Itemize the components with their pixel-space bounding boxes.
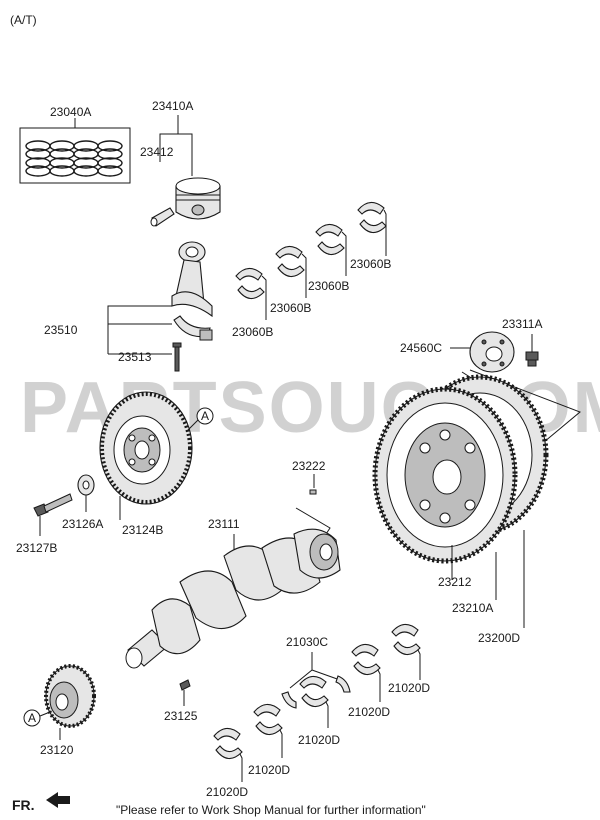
label-23210A: 23210A [452,601,493,615]
label-23040A: 23040A [50,105,91,119]
rod-bearing[interactable] [275,245,305,278]
label-23410A: 23410A [152,99,193,113]
footer-note: "Please refer to Work Shop Manual for fu… [116,803,426,817]
label-23060B-3: 23060B [270,301,311,315]
main-bearing[interactable] [391,623,421,656]
callout-a-sprocket-label: A [28,711,36,725]
rod-bearing[interactable] [357,201,387,234]
label-23412: 23412 [140,145,174,159]
direction-label: FR. [12,797,35,813]
thrust-washer[interactable] [281,675,351,709]
connecting-rod[interactable] [171,241,213,318]
label-23124B: 23124B [122,523,163,537]
piston[interactable] [175,177,221,220]
label-23513: 23513 [118,350,152,364]
variant-label: (A/T) [10,13,37,27]
label-23212: 23212 [438,575,472,589]
label-21020D-5: 21020D [206,785,248,799]
callout-a-pulley-label: A [201,409,209,423]
callout-a-sprocket [23,709,41,727]
piston-ring-set[interactable] [19,127,131,184]
label-23127B: 23127B [16,541,57,555]
label-24560C: 24560C [400,341,442,355]
label-23111: 23111 [208,517,240,531]
piston-pin[interactable] [150,207,175,227]
label-23060B-2: 23060B [308,279,349,293]
damper-pulley[interactable] [99,391,193,505]
crankshaft[interactable] [125,528,341,669]
adapter-plate[interactable] [469,331,515,373]
label-21030C: 21030C [286,635,328,649]
connecting-rod-cap[interactable] [173,315,213,341]
label-23125: 23125 [164,709,198,723]
pulley-washer[interactable] [77,474,95,496]
label-23126A: 23126A [62,517,103,531]
callout-a-pulley [196,407,214,425]
label-23510: 23510 [44,323,78,337]
crank-pin[interactable] [309,489,317,495]
pulley-bolt[interactable] [33,493,73,517]
rod-bearing[interactable] [235,267,265,300]
label-21020D-3: 21020D [298,733,340,747]
rod-bolt[interactable] [172,342,182,372]
ring-gear[interactable] [372,386,518,564]
label-23200D: 23200D [478,631,520,645]
flywheel-bolt[interactable] [525,351,539,367]
label-23120: 23120 [40,743,74,757]
main-bearing[interactable] [253,703,283,736]
main-bearing[interactable] [299,675,329,708]
rod-bearing[interactable] [315,223,345,256]
main-bearing[interactable] [351,643,381,676]
label-21020D-2: 21020D [348,705,390,719]
label-21020D-1: 21020D [388,681,430,695]
crankshaft-key[interactable] [179,679,191,691]
crankshaft-sprocket[interactable] [44,664,96,728]
label-23311A: 23311A [502,317,542,331]
label-23060B-4: 23060B [232,325,273,339]
main-bearing[interactable] [213,727,243,760]
label-21020D-4: 21020D [248,763,290,777]
arrow-icon [46,792,70,808]
label-23060B-1: 23060B [350,257,391,271]
label-23222: 23222 [292,459,326,473]
